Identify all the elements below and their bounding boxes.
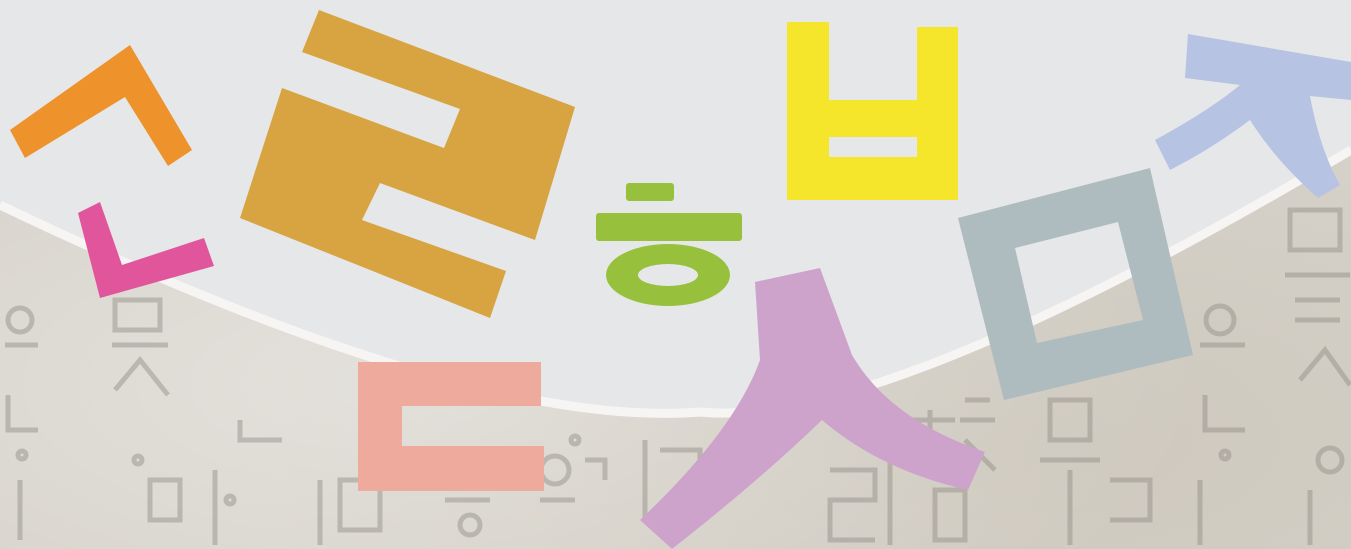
yellow-bieup-shape xyxy=(787,22,958,200)
ochre-rieul-shape xyxy=(240,10,575,318)
gray-blue-mieum-shape xyxy=(958,168,1193,400)
lilac-siot-shape xyxy=(640,268,985,549)
magenta-nieun-shape xyxy=(78,202,214,298)
salmon-digeut-shape xyxy=(358,362,544,491)
green-hieut-shape xyxy=(596,183,742,306)
periwinkle-jieut-shape xyxy=(1155,34,1351,198)
orange-siot-shape xyxy=(10,45,192,166)
